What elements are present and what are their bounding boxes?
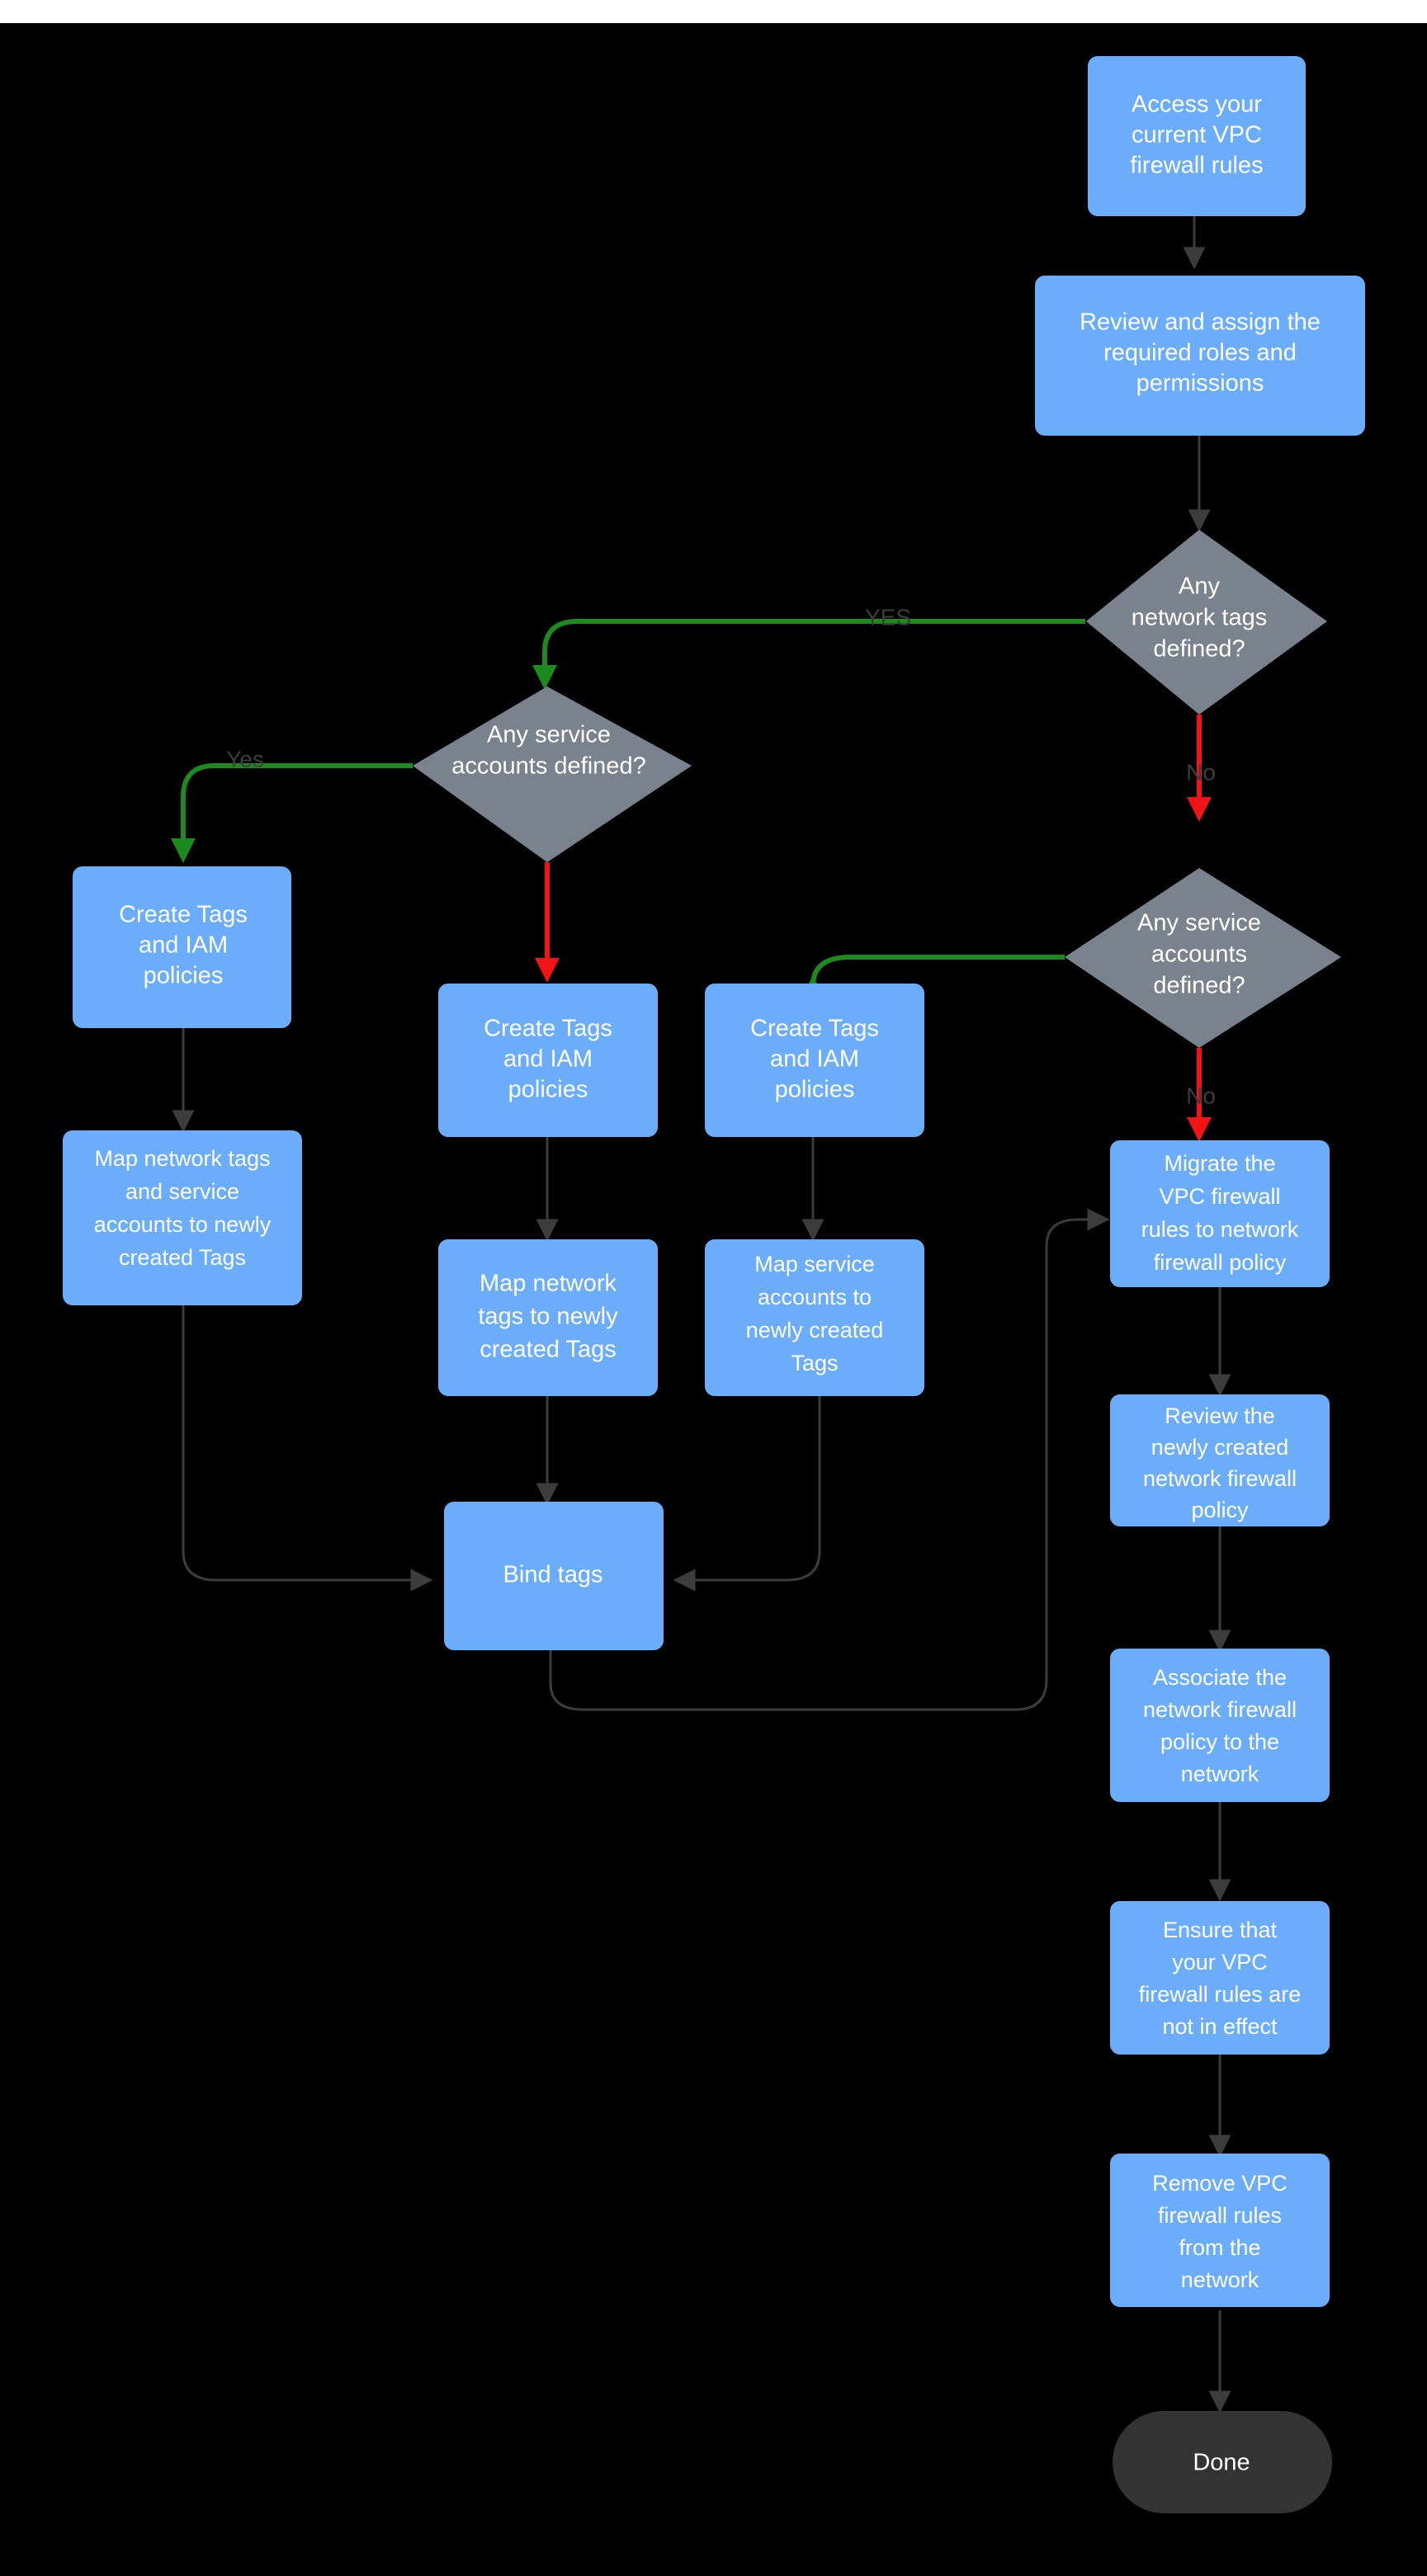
edge-label-network-tags-yes: YES <box>865 604 911 630</box>
node-ensure-not-in-effect[interactable]: Ensure that your VPC firewall rules are … <box>1110 1901 1330 2055</box>
node-done[interactable]: Done <box>1113 2411 1332 2513</box>
svg-text:network firewall: network firewall <box>1143 1697 1297 1722</box>
svg-text:Bind tags: Bind tags <box>503 1562 603 1588</box>
svg-text:Review the: Review the <box>1165 1404 1275 1428</box>
node-map-both[interactable]: Map network tags and service accounts to… <box>63 1130 302 1305</box>
svg-text:network tags: network tags <box>1132 605 1267 631</box>
svg-text:not in effect: not in effect <box>1162 2014 1278 2039</box>
node-migrate-rules[interactable]: Migrate the VPC firewall rules to networ… <box>1110 1140 1330 1287</box>
svg-text:required roles and: required roles and <box>1103 340 1297 366</box>
svg-text:created Tags: created Tags <box>480 1337 617 1363</box>
svg-text:newly created: newly created <box>1151 1435 1289 1460</box>
svg-text:your VPC: your VPC <box>1172 1950 1268 1974</box>
svg-text:policies: policies <box>775 1077 855 1103</box>
node-create-tags-left[interactable]: Create Tags and IAM policies <box>73 866 291 1028</box>
svg-text:Any: Any <box>1179 573 1220 600</box>
node-create-tags-right[interactable]: Create Tags and IAM policies <box>705 984 924 1137</box>
edge-label-service-accounts-left-yes: Yes <box>226 746 264 771</box>
svg-text:policies: policies <box>508 1077 588 1103</box>
node-decision-service-accounts-right[interactable]: Any service accounts defined? <box>1065 868 1341 1048</box>
svg-text:Done: Done <box>1193 2450 1250 2476</box>
svg-text:Tags: Tags <box>791 1351 838 1375</box>
node-review-roles[interactable]: Review and assign the required roles and… <box>1035 276 1365 436</box>
svg-text:and IAM: and IAM <box>503 1046 593 1073</box>
node-decision-service-accounts-left[interactable]: Any service accounts defined? <box>413 686 692 862</box>
svg-text:Migrate the: Migrate the <box>1164 1151 1275 1176</box>
node-map-service-accounts[interactable]: Map service accounts to newly created Ta… <box>705 1239 924 1396</box>
svg-text:firewall rules: firewall rules <box>1130 153 1263 179</box>
edge-label-network-tags-no: No <box>1186 759 1216 785</box>
svg-text:from the: from the <box>1179 2235 1260 2260</box>
svg-text:network: network <box>1181 1762 1259 1786</box>
edge-label-service-accounts-right-no: No <box>1186 1083 1216 1108</box>
node-remove-rules[interactable]: Remove VPC firewall rules from the netwo… <box>1110 2154 1330 2307</box>
svg-text:tags to newly: tags to newly <box>478 1304 618 1330</box>
svg-text:Any service: Any service <box>1137 910 1261 937</box>
edge-service-accounts-right-yes <box>801 955 1065 1000</box>
edge-layer <box>171 216 1231 2413</box>
svg-text:Ensure that: Ensure that <box>1163 1918 1278 1942</box>
svg-text:VPC firewall: VPC firewall <box>1159 1184 1280 1209</box>
svg-text:policy to the: policy to the <box>1160 1729 1279 1754</box>
svg-text:defined?: defined? <box>1153 973 1245 999</box>
node-associate-policy[interactable]: Associate the network firewall policy to… <box>1110 1649 1330 1802</box>
node-create-tags-mid[interactable]: Create Tags and IAM policies <box>438 984 658 1137</box>
edge-bind-tags-to-migrate <box>549 1208 1110 1711</box>
svg-text:Review and assign the: Review and assign the <box>1080 309 1321 336</box>
svg-text:accounts: accounts <box>1151 941 1247 968</box>
svg-text:and service: and service <box>125 1179 239 1204</box>
svg-text:Map network tags: Map network tags <box>94 1146 270 1171</box>
svg-text:Map network: Map network <box>480 1271 617 1297</box>
svg-text:created Tags: created Tags <box>119 1245 246 1270</box>
svg-text:newly created: newly created <box>746 1318 884 1342</box>
svg-text:Access your: Access your <box>1132 92 1262 118</box>
svg-text:firewall policy: firewall policy <box>1154 1250 1287 1275</box>
svg-text:rules to network: rules to network <box>1141 1217 1299 1242</box>
node-decision-network-tags[interactable]: Any network tags defined? <box>1086 530 1327 715</box>
node-review-policy[interactable]: Review the newly created network firewal… <box>1110 1394 1330 1526</box>
svg-text:and IAM: and IAM <box>139 932 228 959</box>
svg-text:permissions: permissions <box>1136 370 1264 397</box>
svg-text:Create Tags: Create Tags <box>484 1016 612 1042</box>
edge-service-accounts-left-yes <box>171 763 413 863</box>
svg-text:accounts to: accounts to <box>758 1285 872 1309</box>
svg-text:defined?: defined? <box>1153 636 1245 663</box>
svg-text:firewall rules are: firewall rules are <box>1139 1982 1302 2007</box>
node-map-network-tags[interactable]: Map network tags to newly created Tags <box>438 1239 658 1396</box>
edge-network-tags-yes <box>532 619 1085 690</box>
svg-text:accounts defined?: accounts defined? <box>451 753 645 780</box>
svg-text:network firewall: network firewall <box>1143 1466 1297 1491</box>
svg-text:Map service: Map service <box>754 1252 875 1276</box>
edge-map-both-to-bind-tags <box>182 1304 433 1592</box>
svg-text:and IAM: and IAM <box>770 1046 859 1073</box>
svg-text:current VPC: current VPC <box>1132 122 1262 149</box>
svg-text:network: network <box>1181 2267 1259 2292</box>
svg-text:policy: policy <box>1191 1498 1249 1522</box>
svg-text:firewall rules: firewall rules <box>1158 2203 1282 2228</box>
node-access-vpc[interactable]: Access your current VPC firewall rules <box>1088 56 1306 216</box>
svg-text:Remove VPC: Remove VPC <box>1152 2171 1288 2196</box>
edge-map-service-to-bind-tags <box>673 1396 821 1592</box>
svg-text:accounts to newly: accounts to newly <box>94 1212 272 1237</box>
svg-text:Associate the: Associate the <box>1153 1665 1287 1690</box>
svg-text:Create Tags: Create Tags <box>750 1016 879 1042</box>
svg-text:policies: policies <box>144 963 224 989</box>
svg-text:Any service: Any service <box>487 722 611 748</box>
svg-text:Create Tags: Create Tags <box>119 902 248 928</box>
node-bind-tags[interactable]: Bind tags <box>444 1502 664 1650</box>
